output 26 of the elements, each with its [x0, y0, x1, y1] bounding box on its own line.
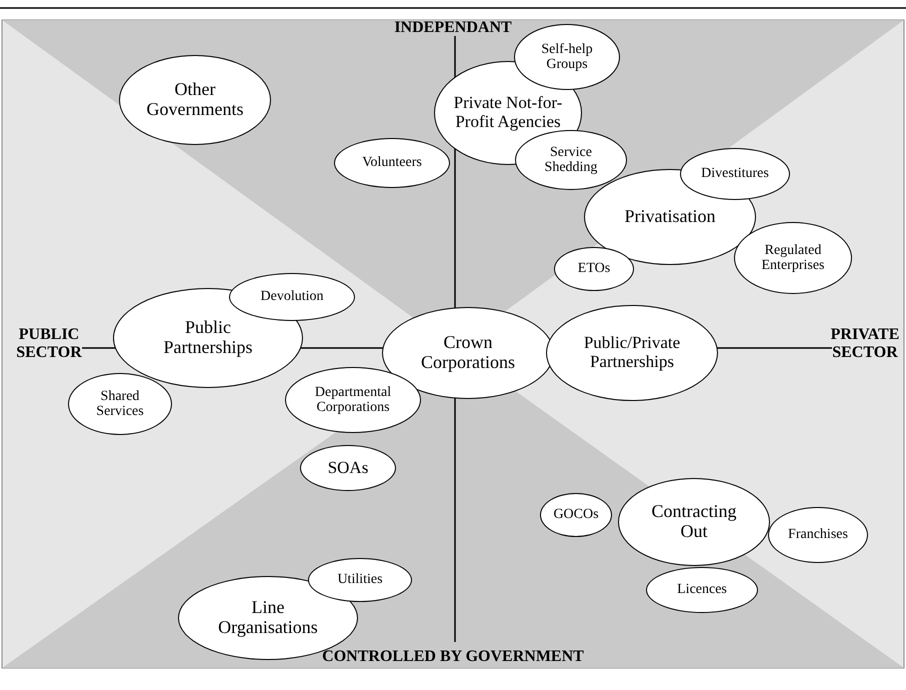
node-label: Public/Private Partnerships — [582, 334, 682, 372]
node-label: Crown Corporations — [420, 333, 516, 373]
node-label: Privatisation — [624, 207, 716, 227]
node-label: Divestitures — [701, 166, 769, 182]
axis-label: INDEPENDANT — [393, 19, 513, 38]
node-label: Other Governments — [146, 80, 244, 120]
node-label: GOCOs — [553, 507, 599, 523]
node-label: Licences — [677, 582, 727, 598]
node-label: Franchises — [788, 527, 848, 543]
node-label: Service Shedding — [544, 144, 598, 176]
node-label: Utilities — [337, 572, 383, 588]
node-label: Private Not-for-Profit Agencies — [452, 94, 564, 132]
node-label: Public Partnerships — [162, 318, 254, 358]
axis-label: PUBLIC SECTOR — [15, 326, 83, 363]
axis-label: PRIVATE SECTOR — [830, 326, 900, 363]
node-label: ETOs — [578, 261, 610, 277]
node-label: Devolution — [260, 289, 324, 305]
node-label: Self-help Groups — [540, 42, 594, 72]
axis-label: CONTROLLED BY GOVERNMENT — [321, 648, 585, 666]
node-label: Shared Services — [95, 388, 145, 420]
node-label: SOAs — [328, 458, 368, 478]
node-label: Line Organisations — [217, 598, 319, 638]
node-label: Regulated Enterprises — [760, 242, 826, 274]
node-label: Contracting Out — [650, 502, 738, 542]
node-label: Departmental Corporations — [314, 384, 392, 416]
node-label: Volunteers — [362, 155, 422, 171]
